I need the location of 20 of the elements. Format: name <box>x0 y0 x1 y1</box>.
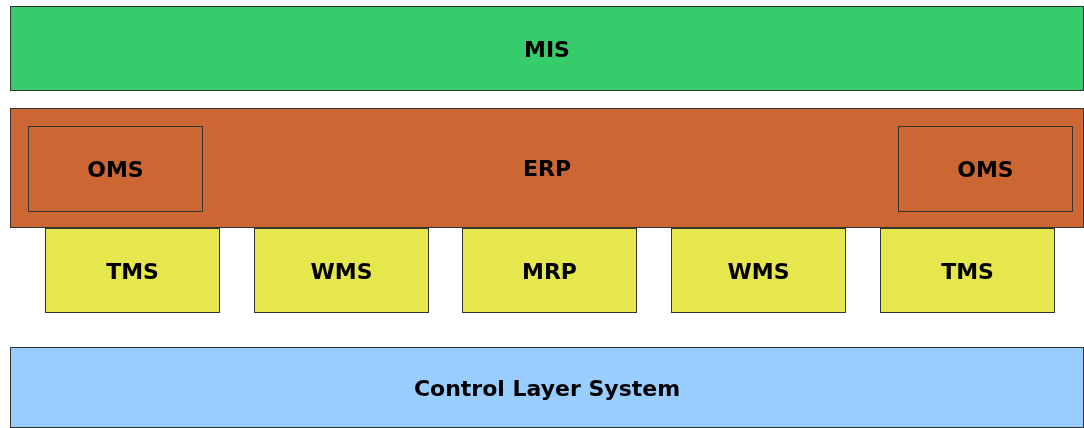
layer-label: OMS <box>87 156 144 182</box>
layer-label: MIS <box>524 36 570 61</box>
layer-label: Control Layer System <box>413 375 681 400</box>
module-box <box>898 126 1073 212</box>
module-box <box>462 228 637 313</box>
module-box <box>254 228 429 313</box>
layer-label: ERP <box>522 155 572 181</box>
layer-label: WMS <box>310 258 373 283</box>
layer-label: TMS <box>106 258 159 283</box>
module-box <box>45 228 220 313</box>
module-box <box>28 126 203 212</box>
module-box <box>880 228 1055 313</box>
module-box <box>671 228 846 313</box>
layer-band <box>10 108 1084 228</box>
layer-band <box>10 347 1084 428</box>
layer-label: MRP <box>522 258 577 283</box>
layer-label: WMS <box>727 258 790 283</box>
layer-label: TMS <box>941 258 994 283</box>
layer-band <box>10 6 1084 91</box>
layer-label: OMS <box>957 156 1014 182</box>
